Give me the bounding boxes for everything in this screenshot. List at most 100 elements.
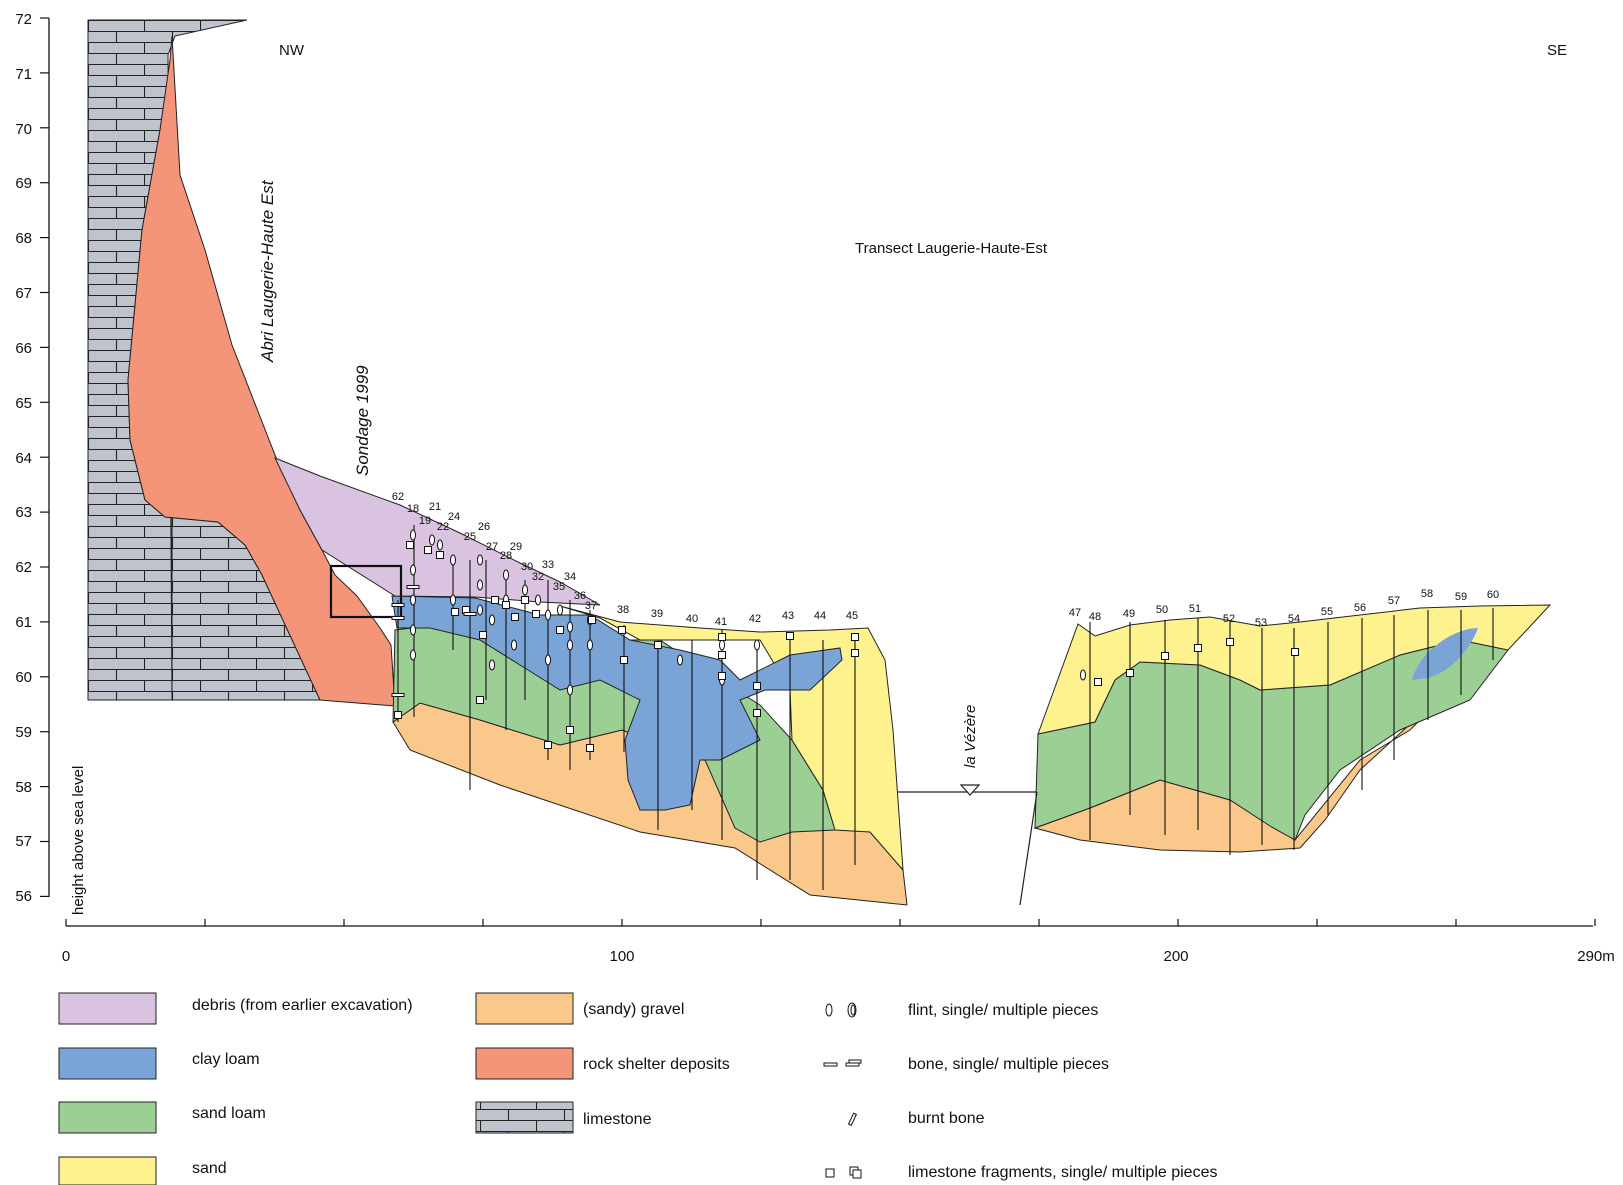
y-tick-label: 57 xyxy=(15,833,32,850)
limestone-fragment-icon xyxy=(618,626,626,634)
profile-number: 33 xyxy=(542,559,554,571)
legend-label: burnt bone xyxy=(908,1110,985,1127)
flint-icon xyxy=(450,554,456,566)
limestone-fragment-icon xyxy=(825,1166,862,1179)
limestone-fragment-icon xyxy=(1126,669,1134,677)
figure-title: Transect Laugerie-Haute-Est xyxy=(855,240,1048,257)
legend-label: sand xyxy=(192,1160,227,1177)
limestone-fragment-icon xyxy=(511,613,519,621)
rock-shelter-deposits-layer xyxy=(127,35,396,707)
y-tick-label: 65 xyxy=(15,395,32,412)
bone-icon xyxy=(823,1059,862,1067)
x-tick-label: 290m xyxy=(1577,948,1615,965)
y-tick-label: 59 xyxy=(15,724,32,741)
bone-icon xyxy=(391,693,405,697)
bone-icon xyxy=(391,616,405,620)
river-marker-icon xyxy=(959,784,981,796)
profile-number: 32 xyxy=(532,571,544,583)
limestone-fragment-icon xyxy=(654,641,662,649)
profile-number: 53 xyxy=(1255,617,1267,629)
profile-number: 27 xyxy=(486,541,498,553)
river-label: la Vézère xyxy=(962,705,979,768)
profile-number: 22 xyxy=(437,521,449,533)
profile-number: 37 xyxy=(585,600,597,612)
profile-number: 48 xyxy=(1089,611,1101,623)
flint-icon xyxy=(719,639,725,651)
profile-number: 44 xyxy=(814,610,826,622)
profile-number: 38 xyxy=(617,604,629,616)
limestone-fragment-icon xyxy=(479,631,487,639)
flint-icon xyxy=(410,624,416,636)
limestone-fragment-icon xyxy=(394,711,402,719)
limestone-fragment-icon xyxy=(436,551,444,559)
nw-label: NW xyxy=(279,42,305,59)
profile-number: 50 xyxy=(1156,604,1168,616)
profile-number: 54 xyxy=(1288,613,1300,625)
flint-icon xyxy=(567,621,573,633)
profile-number: 35 xyxy=(553,581,565,593)
flint-icon xyxy=(410,649,416,661)
y-tick-label: 66 xyxy=(15,340,32,357)
flint-icon xyxy=(450,594,456,606)
y-axis-label: height above sea level xyxy=(70,766,87,915)
y-tick-label: 58 xyxy=(15,779,32,796)
limestone-fragment-icon xyxy=(718,651,726,659)
profile-number: 49 xyxy=(1123,608,1135,620)
y-tick-label: 69 xyxy=(15,175,32,192)
profile-number: 24 xyxy=(448,511,460,523)
profile-numbers-right: 47 48 49 50 51 52 53 54 55 56 57 58 59 6… xyxy=(1069,588,1499,629)
limestone-fragment-icon xyxy=(718,633,726,641)
site-label: Abri Laugerie-Haute Est xyxy=(258,179,277,363)
legend-label: clay loam xyxy=(192,1051,260,1068)
x-tick-label: 200 xyxy=(1163,948,1188,965)
y-tick-label: 68 xyxy=(15,230,32,247)
bone-icon xyxy=(463,612,477,616)
legend-label: bone, single/ multiple pieces xyxy=(908,1056,1109,1073)
y-tick-label: 61 xyxy=(15,614,32,631)
flint-icon xyxy=(545,609,551,621)
flint-icon xyxy=(567,639,573,651)
flint-icon xyxy=(535,594,541,606)
flint-icon xyxy=(503,569,509,581)
profile-number: 29 xyxy=(510,541,522,553)
limestone-fragment-icon xyxy=(753,709,761,717)
profile-number: 59 xyxy=(1455,591,1467,603)
flint-icon xyxy=(754,639,760,651)
limestone-fragment-icon xyxy=(544,741,552,749)
sondage-box xyxy=(329,564,403,619)
limestone-fragment-icon xyxy=(406,541,414,549)
y-tick-label: 64 xyxy=(15,450,32,467)
profile-number: 41 xyxy=(715,616,727,628)
se-label: SE xyxy=(1547,42,1567,59)
profile-number: 18 xyxy=(407,503,419,515)
y-tick-label: 56 xyxy=(15,888,32,905)
profile-number: 36 xyxy=(574,590,586,602)
profile-number: 45 xyxy=(846,610,858,622)
limestone-fragment-icon xyxy=(424,546,432,554)
profile-number: 34 xyxy=(564,571,576,583)
profile-number: 28 xyxy=(500,550,512,562)
limestone-fragment-icon xyxy=(532,610,540,618)
flint-icon xyxy=(410,594,416,606)
legend-label: limestone xyxy=(583,1111,652,1128)
y-tick-label: 71 xyxy=(15,66,32,83)
flint-icon xyxy=(489,659,495,671)
flint-icon xyxy=(825,1002,857,1018)
flint-icon xyxy=(477,604,483,616)
limestone-fragment-icon xyxy=(476,696,484,704)
flint-icon xyxy=(429,534,435,546)
limestone-fragment-icon xyxy=(588,616,596,624)
y-tick-label: 70 xyxy=(15,121,32,138)
profile-number: 58 xyxy=(1421,588,1433,600)
limestone-fragment-icon xyxy=(556,626,564,634)
legend-label: flint, single/ multiple pieces xyxy=(908,1002,1098,1019)
profile-number: 42 xyxy=(749,613,761,625)
legend-label: (sandy) gravel xyxy=(583,1001,684,1018)
legend-swatch-rock-shelter xyxy=(475,1047,574,1080)
legend-swatch-clay-loam xyxy=(58,1047,157,1080)
y-tick-label: 67 xyxy=(15,285,32,302)
profile-number: 21 xyxy=(429,501,441,513)
limestone-fragment-icon xyxy=(753,682,761,690)
flint-icon xyxy=(677,654,683,666)
